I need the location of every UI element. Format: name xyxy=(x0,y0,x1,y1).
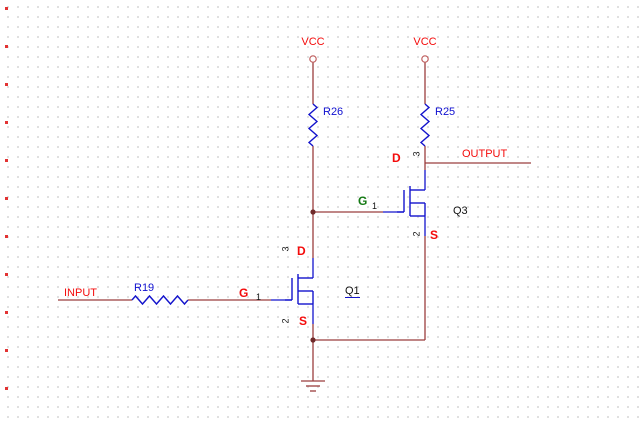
vcc-left-ring[interactable] xyxy=(309,55,317,63)
vcc-right-label[interactable]: VCC xyxy=(413,36,437,48)
junction-dot-source-node xyxy=(310,337,316,343)
resistor-r25-ref[interactable]: R25 xyxy=(435,106,456,118)
output-net-label[interactable]: OUTPUT xyxy=(462,148,508,160)
q3-drain-pin-number: 3 xyxy=(411,151,422,157)
q1-drain-name: D xyxy=(297,244,306,258)
q3-source-name: S xyxy=(430,228,439,242)
wires[interactable] xyxy=(58,62,531,392)
sheet-edge-marks xyxy=(5,7,8,395)
q1-gate-name: G xyxy=(239,286,249,300)
ground-symbol[interactable] xyxy=(301,380,325,392)
vcc-right-ring[interactable] xyxy=(421,55,429,63)
resistor-r25-symbol[interactable] xyxy=(419,103,431,147)
q3-drain-name: D xyxy=(392,151,401,165)
q1-source-name: S xyxy=(299,314,308,328)
q1-drain-pin-number: 3 xyxy=(280,246,291,252)
resistor-r26-ref[interactable]: R26 xyxy=(323,106,344,118)
transistor-q3-ref[interactable]: Q3 xyxy=(453,205,468,217)
q3-gate-name: G xyxy=(358,194,368,208)
resistor-r19-ref[interactable]: R19 xyxy=(134,282,155,294)
resistor-r26-symbol[interactable] xyxy=(307,103,319,147)
q1-source-pin-number: 2 xyxy=(280,318,291,324)
transistor-q3-symbol[interactable] xyxy=(397,186,426,217)
q1-gate-pin-number: 1 xyxy=(256,292,262,302)
input-net-label[interactable]: INPUT xyxy=(64,287,97,299)
q3-gate-pin-number: 1 xyxy=(372,201,378,211)
resistor-r19-symbol[interactable] xyxy=(131,294,189,306)
transistor-q1-ref[interactable]: Q1 xyxy=(345,285,360,298)
q3-source-pin-number: 2 xyxy=(411,231,422,237)
transistor-q1-symbol[interactable] xyxy=(285,274,314,305)
junction-dot-gate-node xyxy=(310,209,316,215)
component-pins xyxy=(271,170,426,324)
vcc-left-label[interactable]: VCC xyxy=(301,36,325,48)
